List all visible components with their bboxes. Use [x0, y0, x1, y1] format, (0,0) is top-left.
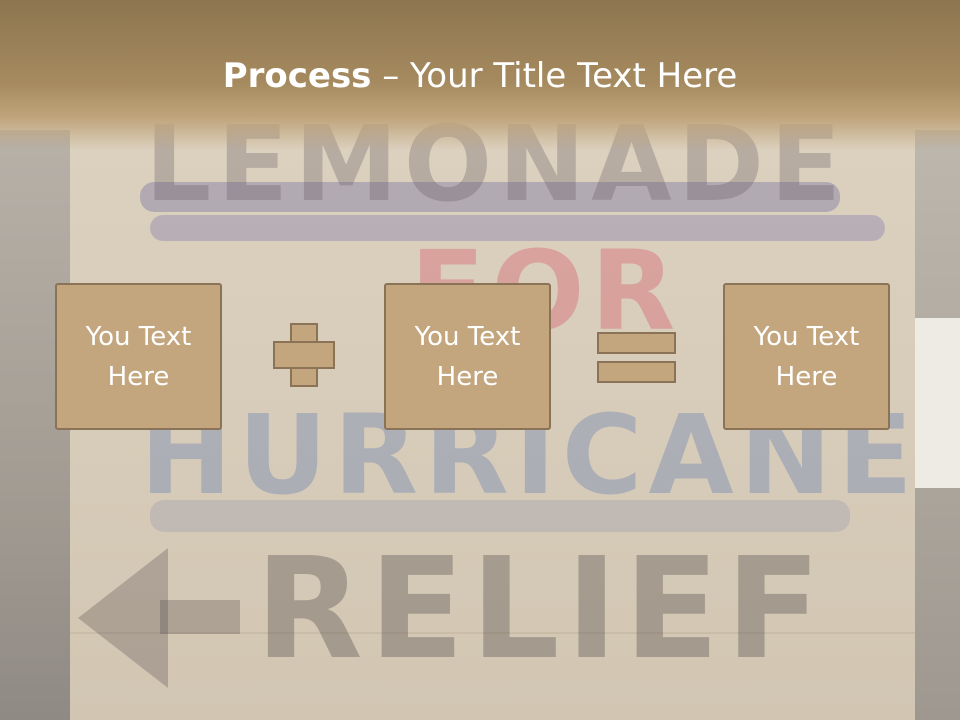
- equals-bar-bottom: [597, 361, 676, 383]
- process-box-3[interactable]: You Text Here: [723, 283, 890, 430]
- process-box-label: You Text Here: [753, 321, 860, 392]
- slide-title[interactable]: Process – Your Title Text Here: [0, 54, 960, 98]
- paint-band: [150, 215, 885, 241]
- title-bar: Process – Your Title Text Here: [0, 0, 960, 150]
- equals-bar-top: [597, 332, 676, 354]
- title-bold: Process: [222, 56, 372, 96]
- arrow-shaft: [160, 600, 240, 634]
- process-box-label: You Text Here: [85, 321, 192, 392]
- arrow-left-icon: [78, 548, 168, 688]
- process-box-1[interactable]: You Text Here: [55, 283, 222, 430]
- plus-center: [292, 343, 316, 367]
- process-box-2[interactable]: You Text Here: [384, 283, 551, 430]
- paint-band: [140, 182, 840, 212]
- paint-band: [150, 500, 850, 532]
- sign-word-relief: RELIEF: [255, 528, 828, 691]
- sign-crease: [70, 632, 915, 634]
- title-rest: – Your Title Text Here: [371, 56, 738, 96]
- process-box-label: You Text Here: [414, 321, 521, 392]
